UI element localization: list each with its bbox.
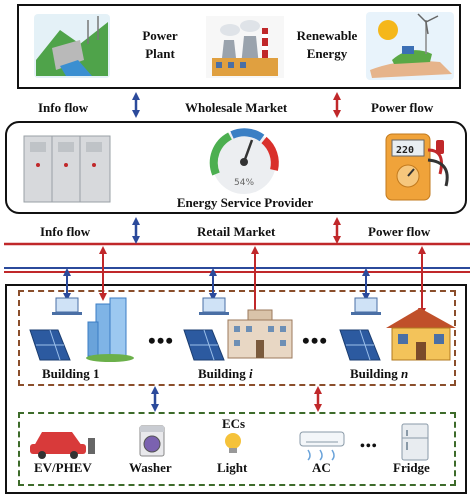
house-icon [386,308,456,361]
ecs-label: ECs [222,416,246,431]
solar-panel-icon-i [183,329,225,361]
power-plant-label: Power Plant [142,28,178,61]
building-1-label: Building 1 [42,366,100,381]
appliances-group [18,412,456,486]
esp-title: Energy Service Provider [176,195,314,210]
ev-car-icon [30,432,95,459]
renewable-hand-icon [366,12,454,80]
appliance-label-washer: Washer [129,460,172,475]
ellipsis-1: ••• [148,328,175,353]
ellipsis-3: ••• [360,439,378,454]
light-bulb-icon [225,433,241,453]
building-i-label: Building i [198,366,253,381]
customers-panel [5,284,467,494]
appliance-label-ac: AC [312,460,331,475]
building-n-label: Building n [350,366,409,381]
solar-panel-icon-n [339,329,381,361]
washer-icon [139,425,165,457]
air-conditioner-icon [299,431,345,461]
upper-power-flow-label: Power flow [371,100,434,115]
gauge-icon [209,128,279,194]
retail-market-label: Retail Market [197,224,276,239]
laptop-icon-1 [52,297,82,315]
power-plant-icon [206,16,284,78]
switchgear-cabinet-icon [23,135,111,203]
wholesale-market-label: Wholesale Market [185,100,288,115]
appliance-label-ev: EV/PHEV [34,460,92,475]
solar-panel-icon-1 [29,329,71,361]
fridge-icon [401,423,429,461]
multimeter-icon [385,133,449,201]
buildings-group [18,290,456,386]
laptop-icon-n [351,297,381,315]
hotel-building-icon [227,309,293,359]
meter-reading-label: 220 [396,145,415,156]
upper-info-flow-label: Info flow [38,100,89,115]
lower-info-flow-label: Info flow [40,224,91,239]
appliance-label-fridge: Fridge [393,460,430,475]
esp-panel [5,121,467,214]
renewable-energy-label: Renewable Energy [296,28,358,61]
laptop-icon-i [199,297,229,315]
appliance-label-light: Light [217,460,248,475]
hydro-dam-icon [34,14,110,78]
ellipsis-2: ••• [302,328,329,353]
generation-panel [17,4,461,89]
lower-power-flow-label: Power flow [368,224,431,239]
gauge-percent-label: 54% [234,178,255,188]
office-tower-icon [86,297,134,362]
